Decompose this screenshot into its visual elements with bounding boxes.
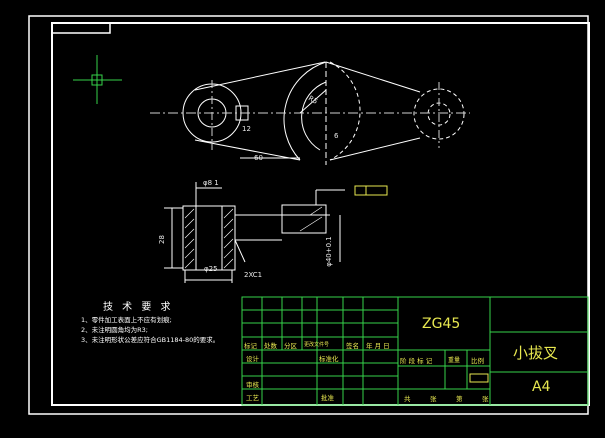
role-label: 审核 [246,381,259,389]
dimension-label: 28 [157,235,166,244]
dimension-label: φ40+0.1 [324,236,333,267]
dimension-label: 60 [254,154,263,162]
row-label: 标记 [244,342,257,350]
footer-label: 张 [482,395,489,403]
role-label: 工艺 [246,394,259,402]
footer-label: 共 [404,395,411,403]
section-hatching [184,206,323,269]
top-view [150,61,470,165]
material-label: ZG45 [422,316,461,332]
row-label: 分区 [284,342,297,350]
chamfer-annotation: 2XC1 [244,271,263,279]
row-label: 年 月 日 [366,342,390,350]
section-view [164,182,345,283]
requirement-item: 3、未注明形状公差应符合GB1184-80的要求。 [81,336,220,344]
title-block [241,296,589,406]
std-label: 批准 [321,394,334,402]
requirements-title: 技 术 要 求 [103,302,174,313]
part-name: 小拔叉 [513,344,559,362]
corner-tab [52,23,111,34]
footer-label: 张 [430,395,437,403]
role-label: 设计 [246,355,259,363]
crosshair-cursor-icon [73,55,122,104]
dimension-label: 12 [242,125,251,133]
row-label: 处数 [264,342,277,350]
std-label: 标准化 [319,355,339,363]
dimension-label: φ25 [204,265,218,273]
datum-marks [354,185,388,196]
footer-label: 第 [456,395,463,403]
meta-label: 比例 [471,357,484,365]
meta-label: 阶 段 标 记 [400,357,433,365]
requirement-item: 1、零件加工表面上不应有划痕; [81,316,172,324]
meta-label: 重量 [448,357,461,364]
paper-size: A4 [532,379,551,395]
requirement-item: 2、未注明圆角均为R3; [81,326,148,334]
row-label: 更改文件号 [304,342,330,348]
dimension-label: 6 [334,132,339,140]
dimension-label: φ8 1 [203,179,219,187]
row-label: 签名 [346,342,359,350]
